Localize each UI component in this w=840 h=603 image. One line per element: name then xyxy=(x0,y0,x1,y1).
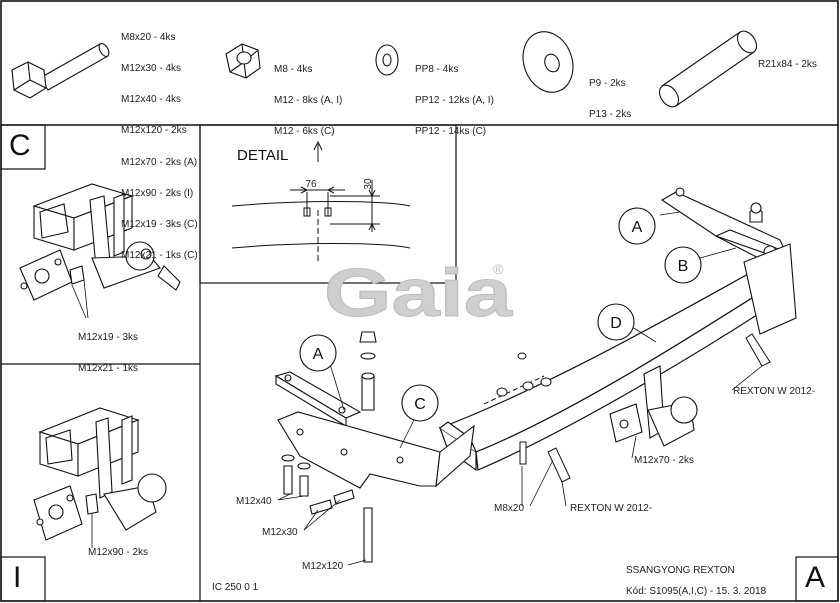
c-leader-a xyxy=(71,284,87,319)
nut-icon xyxy=(225,43,261,79)
label-m12x30: M12x30 xyxy=(262,527,298,538)
list-item: M12x120 - 2ks xyxy=(121,125,187,137)
callout-a-right: A xyxy=(632,219,643,236)
list-item: PP8 - 4ks xyxy=(415,63,459,75)
label-m8x20: M8x20 xyxy=(494,503,524,514)
plates-list: P9 - 2ks P13 - 2ks xyxy=(589,58,631,131)
list-item: M12x19 - 3ks (C) xyxy=(121,219,198,231)
washers-list: PP8 - 4ks PP12 - 12ks (A, I) PP12 - 14ks… xyxy=(415,44,494,148)
bolt-icon xyxy=(11,43,110,99)
list-item: M8x20 - 4ks xyxy=(121,31,176,43)
plate-washer-icon xyxy=(522,31,574,93)
panel-i-letter: I xyxy=(13,561,22,594)
list-item: M12x19 - 3ks xyxy=(78,331,139,343)
c-leader-b xyxy=(83,279,89,319)
panel-c-labels: M12x19 - 3ks M12x21 - 1ks xyxy=(78,312,138,385)
main-crossbeam xyxy=(438,261,793,472)
svg-text:®: ® xyxy=(493,261,504,277)
label-m12x120: M12x120 xyxy=(302,561,344,572)
list-item: M8 - 4ks xyxy=(274,63,313,75)
i-letter-box xyxy=(0,556,46,602)
c-letter-box xyxy=(0,124,46,170)
tube-icon xyxy=(658,30,758,108)
list-item: M12x30 - 4ks xyxy=(121,63,182,75)
detail-dim-height: 30 xyxy=(363,178,374,190)
tube-label: R21x84 - 2ks xyxy=(758,59,817,70)
washer-icon xyxy=(375,44,399,76)
tow-ball xyxy=(609,365,698,447)
label-m12x40: M12x40 xyxy=(236,496,272,507)
side-plate-right xyxy=(743,243,797,335)
center-fasteners xyxy=(483,333,771,483)
label-rexton-right: REXTON W 2012- xyxy=(733,386,815,397)
list-item: M12x70 - 2ks (A) xyxy=(121,156,198,168)
list-item: P9 - 2ks xyxy=(589,77,626,89)
list-item: M12x90 - 2ks (I) xyxy=(121,187,194,199)
svg-text:Gaia: Gaia xyxy=(324,255,514,331)
panel-i-drawing xyxy=(33,407,167,541)
label-rexton-bottom: REXTON W 2012- xyxy=(570,503,652,514)
drawing-number: IC 250 0 1 xyxy=(212,582,259,593)
detail-title: DETAIL xyxy=(237,147,288,164)
detail-drawing xyxy=(231,140,411,262)
bracket-a-left xyxy=(274,371,362,427)
part-code: Kód: S1095(A,I,C) - 15. 3. 2018 xyxy=(626,586,767,597)
label-m12x70: M12x70 - 2ks xyxy=(634,455,694,466)
panel-c-drawing xyxy=(19,183,181,301)
list-item: PP12 - 12ks (A, I) xyxy=(415,95,494,107)
plate-c xyxy=(277,411,475,489)
spacer-tube xyxy=(359,331,377,563)
list-item: M12x21 - 1ks (C) xyxy=(121,250,198,262)
nuts-list: M8 - 4ks M12 - 8ks (A, I) M12 - 6ks (C) xyxy=(274,44,342,148)
callout-c: C xyxy=(414,396,426,413)
detail-box xyxy=(199,124,457,284)
list-item: M12x21 - 1ks xyxy=(78,363,139,375)
a-letter-box xyxy=(795,556,839,602)
callout-circles xyxy=(299,207,702,422)
list-item: M12 - 8ks (A, I) xyxy=(274,95,343,107)
list-item: M12 - 6ks (C) xyxy=(274,126,335,138)
detail-dim-width: 76 xyxy=(305,179,317,190)
callout-d: D xyxy=(610,315,622,332)
list-item: M12x40 - 4ks xyxy=(121,94,182,106)
vehicle-name: SSANGYONG REXTON xyxy=(626,565,735,576)
bolts-list: M8x20 - 4ks M12x30 - 4ks M12x40 - 4ks M1… xyxy=(121,12,198,272)
panel-c-letter: C xyxy=(9,129,31,162)
panel-a-letter: A xyxy=(805,561,826,594)
callout-a-left: A xyxy=(313,346,324,363)
list-item: P13 - 2ks xyxy=(589,109,632,121)
list-item: PP12 - 14ks (C) xyxy=(415,126,487,138)
panel-i-label: M12x90 - 2ks xyxy=(88,547,149,558)
gaia-logo: Gaia ® xyxy=(324,255,515,332)
callout-b: B xyxy=(678,258,689,275)
